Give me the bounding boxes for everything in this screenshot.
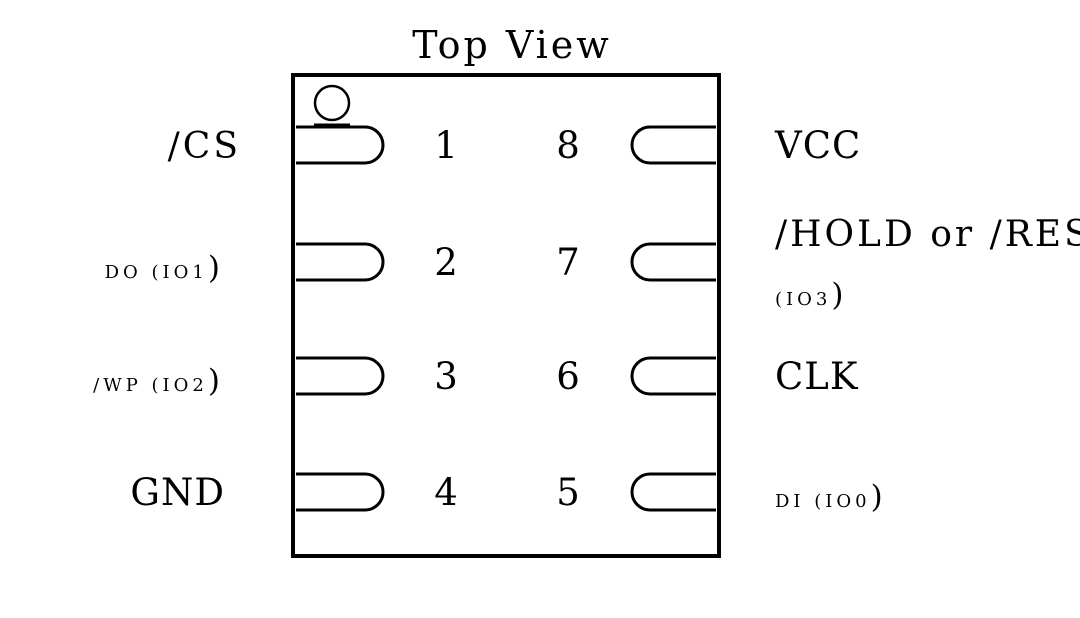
pin-pad-8 [630,125,716,165]
pin-pad-3 [296,356,385,396]
pin-number-3: 3 [434,355,458,398]
pin1-marker-icon [313,84,351,122]
label-pin1-cs: /CS [168,126,241,167]
label-pin6-clk: CLK [775,355,859,398]
pin-number-6: 6 [556,355,580,398]
label-pin4-gnd: GND [130,471,225,514]
pin-pad-4 [296,472,385,512]
label-pin7-line2-paren: ) [831,277,843,313]
label-pin7-hold: /HOLD or /RES [775,214,1080,255]
pin-number-8: 8 [556,124,580,167]
pin-number-1: 1 [434,124,458,167]
pin-pad-1 [296,125,385,165]
pin-number-5: 5 [556,471,580,514]
pin-number-4: 4 [434,471,458,514]
pin-number-2: 2 [434,241,458,284]
chip-body [291,73,721,558]
label-pin5-paren: ) [871,479,883,515]
label-pin3-paren: ) [208,363,220,399]
label-pin7-line2-text: (IO3 [775,289,831,310]
pin-pad-7 [630,242,716,282]
label-pin2-paren: ) [208,250,220,286]
label-pin3-text: /WP (IO2 [93,375,208,396]
label-pin2-do: DO (IO1) [105,250,220,286]
label-pin7-io3: (IO3) [775,277,843,313]
label-pin3-wp: /WP (IO2) [93,363,220,399]
label-pin5-di: DI (IO0) [775,479,883,515]
pin-number-7: 7 [556,241,580,284]
pin-pad-2 [296,242,385,282]
label-pin2-text: DO (IO1 [105,262,208,283]
label-pin5-text: DI (IO0 [775,491,871,512]
pin-pad-6 [630,356,716,396]
title: Top View [412,23,612,67]
label-pin8-vcc: VCC [774,124,861,167]
pin-pad-5 [630,472,716,512]
